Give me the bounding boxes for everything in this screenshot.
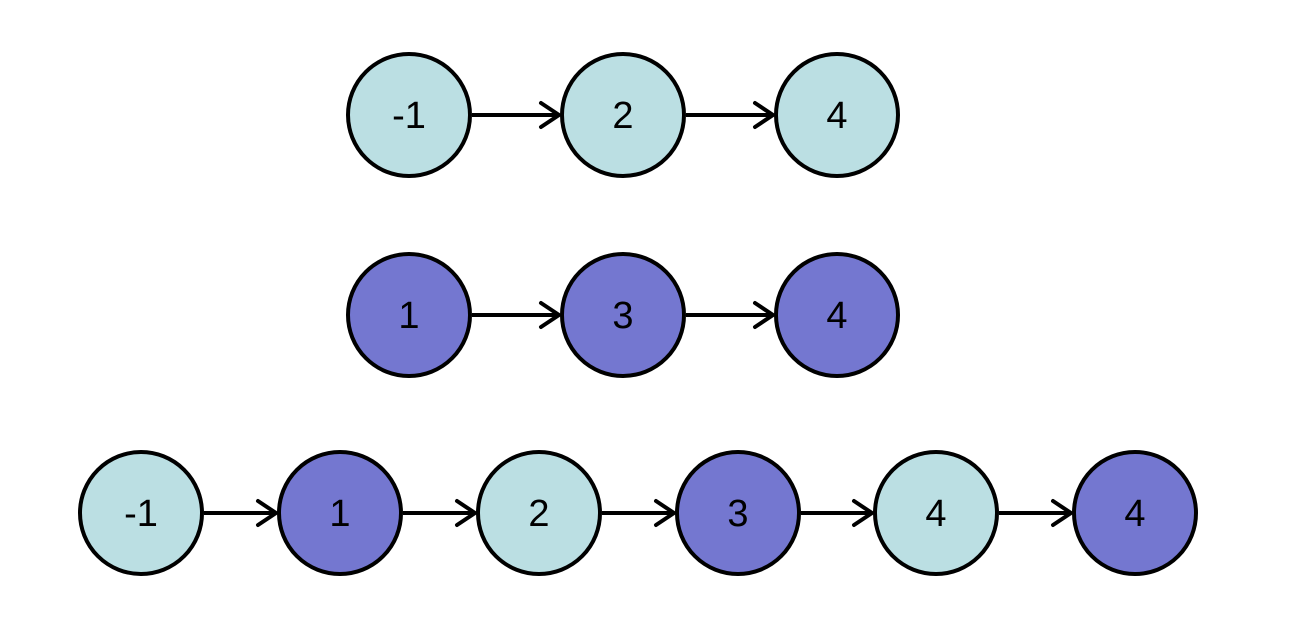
node-circle: [476, 450, 602, 576]
linked-list-row-merged-list: -1 1 2 3 4 4: [78, 450, 1198, 576]
list-node: 4: [1072, 450, 1198, 576]
arrowhead-icon: [256, 499, 280, 527]
arrowhead-icon: [753, 101, 777, 129]
arrowhead-icon: [1051, 499, 1075, 527]
node-value: 3: [612, 295, 633, 337]
next-pointer-arrow: [472, 301, 563, 329]
node-value: 2: [528, 493, 549, 535]
node-value: -1: [392, 95, 426, 137]
list-node: 2: [560, 52, 686, 178]
arrowhead-icon: [753, 301, 777, 329]
arrowhead-icon: [455, 499, 479, 527]
arrowhead-icon: [539, 101, 563, 129]
list-node: 4: [774, 252, 900, 378]
next-pointer-arrow: [204, 499, 280, 527]
node-circle: [277, 450, 403, 576]
node-value: 1: [398, 295, 419, 337]
linked-list-row-list-b: 1 3 4: [346, 252, 900, 378]
node-value: 4: [826, 295, 847, 337]
node-circle: [774, 252, 900, 378]
linked-list-row-list-a: -1 2 4: [346, 52, 900, 178]
arrowhead-icon: [852, 499, 876, 527]
node-circle: [873, 450, 999, 576]
list-node: -1: [346, 52, 472, 178]
arrowhead-icon: [539, 301, 563, 329]
list-node: 4: [774, 52, 900, 178]
node-value: 1: [329, 493, 350, 535]
arrowhead-icon: [654, 499, 678, 527]
list-node: -1: [78, 450, 204, 576]
node-circle: [675, 450, 801, 576]
next-pointer-arrow: [686, 101, 777, 129]
next-pointer-arrow: [801, 499, 876, 527]
node-circle: [1072, 450, 1198, 576]
node-value: 3: [727, 493, 748, 535]
list-node: 3: [675, 450, 801, 576]
node-circle: [560, 252, 686, 378]
node-circle: [560, 52, 686, 178]
list-node: 1: [277, 450, 403, 576]
node-value: 4: [1124, 493, 1145, 535]
node-circle: [346, 52, 472, 178]
next-pointer-arrow: [999, 499, 1075, 527]
list-node: 2: [476, 450, 602, 576]
node-value: 2: [612, 95, 633, 137]
next-pointer-arrow: [403, 499, 479, 527]
next-pointer-arrow: [472, 101, 563, 129]
node-circle: [774, 52, 900, 178]
list-node: 4: [873, 450, 999, 576]
list-node: 3: [560, 252, 686, 378]
list-node: 1: [346, 252, 472, 378]
node-value: 4: [925, 493, 946, 535]
node-value: 4: [826, 95, 847, 137]
next-pointer-arrow: [686, 301, 777, 329]
node-value: -1: [124, 493, 158, 535]
node-circle: [346, 252, 472, 378]
next-pointer-arrow: [602, 499, 678, 527]
node-circle: [78, 450, 204, 576]
